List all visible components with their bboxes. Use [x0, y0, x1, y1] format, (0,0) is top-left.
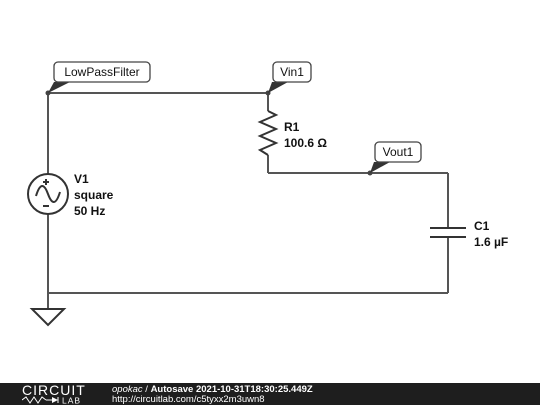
logo-text: CIRCUIT	[22, 382, 86, 398]
circuitlab-logo[interactable]: CIRCUIT LAB	[22, 382, 92, 404]
label-box	[272, 61, 312, 83]
voltage-source-icon	[27, 173, 69, 215]
footer-separator: /	[142, 384, 151, 395]
v1-name: V1	[74, 172, 89, 186]
footer-bar: CIRCUIT LAB opokac / Autosave 2021-10-31…	[0, 383, 540, 405]
logo-sub: LAB	[22, 396, 81, 404]
net-label-lowpass-text: LowPassFilter	[64, 65, 139, 79]
footer-url[interactable]: http://circuitlab.com/c5tyxx2m3uwn8	[112, 394, 265, 405]
ground-icon[interactable]	[29, 308, 67, 327]
r1-name: R1	[284, 120, 300, 134]
label-pointer	[48, 82, 70, 93]
net-label-vout[interactable]: Vout1	[370, 141, 422, 173]
resistor-icon	[257, 110, 279, 156]
v1-type: square	[74, 188, 114, 202]
square-wave-glyph	[35, 185, 61, 203]
schematic-canvas[interactable]: V1 square 50 Hz R1 100.6 Ω C1 1.6 µF Low…	[0, 0, 540, 383]
resistor-r1[interactable]: R1 100.6 Ω	[257, 110, 327, 156]
r1-value: 100.6 Ω	[284, 136, 327, 150]
footer-title-line: opokac / Autosave 2021-10-31T18:30:25.44…	[112, 384, 313, 395]
footer-user[interactable]: opokac	[112, 384, 143, 395]
label-pointer	[268, 82, 288, 93]
net-label-lowpass[interactable]: LowPassFilter	[48, 61, 151, 93]
label-pointer	[370, 162, 390, 173]
c1-name: C1	[474, 219, 490, 233]
c1-value: 1.6 µF	[474, 235, 508, 249]
label-box	[53, 61, 151, 83]
v1-frequency: 50 Hz	[74, 204, 105, 218]
label-box	[374, 141, 422, 163]
voltage-source-v1[interactable]: V1 square 50 Hz	[27, 172, 114, 218]
logo-sub-text: LAB	[62, 396, 81, 404]
net-label-vout-text: Vout1	[383, 145, 414, 159]
net-label-vin-text: Vin1	[280, 65, 304, 79]
net-label-vin[interactable]: Vin1	[268, 61, 312, 93]
footer-title: Autosave 2021-10-31T18:30:25.449Z	[150, 384, 313, 395]
capacitor-c1[interactable]: C1 1.6 µF	[430, 219, 508, 249]
